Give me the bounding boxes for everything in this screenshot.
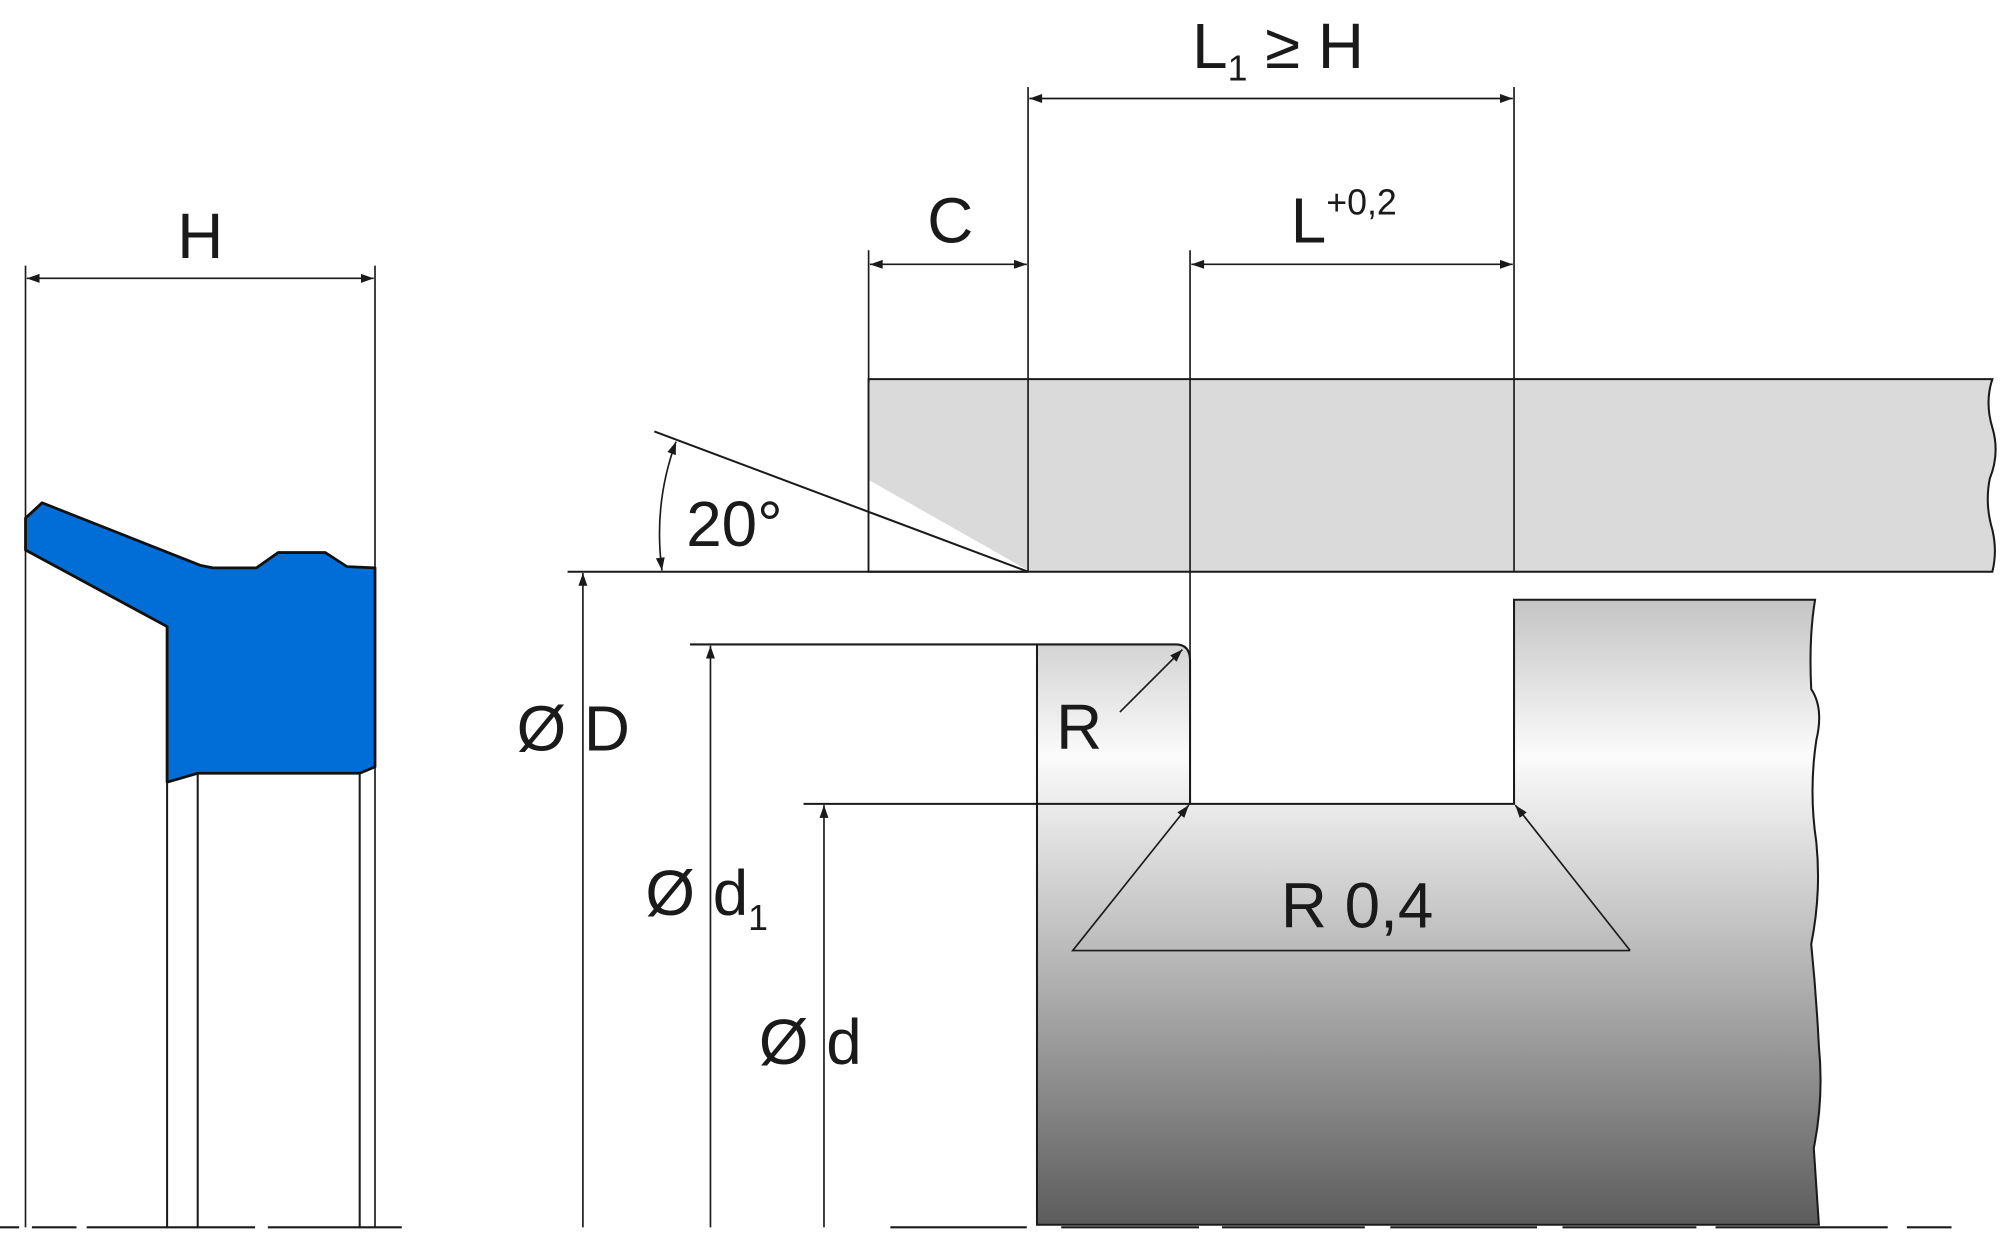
groove-radius-label: R 0,4 <box>1281 870 1433 942</box>
chamfer-angle-label: 20° <box>686 488 782 560</box>
housing <box>867 378 1997 573</box>
groove-radius-leader-right <box>1514 804 1631 952</box>
groove-installation-view: L1 ≥ H C L+0,2 20° Ø D Ø d1 Ø d R R 0,4 <box>517 10 1997 1228</box>
groove-radius-leader-left <box>1070 804 1631 952</box>
chamfer-line <box>653 430 1029 573</box>
corner-radius-leader <box>1119 648 1183 713</box>
seal-height-label: H <box>177 200 223 272</box>
chamfer-angle-arc <box>655 441 677 571</box>
corner-radius-label: R <box>1056 691 1102 763</box>
chamfer-white <box>868 479 1029 571</box>
rod-diameter-label: Ø d <box>759 1006 862 1078</box>
bore-diameter-label: Ø D <box>517 692 630 764</box>
seal-profile-view: H <box>24 200 377 1228</box>
groove-diameter-label: Ø d1 <box>645 857 768 938</box>
groove-length-label: L+0,2 <box>1291 183 1397 257</box>
seal-cross-section <box>24 501 377 784</box>
rod <box>1035 598 1822 1226</box>
chamfer-length-label: C <box>927 185 973 257</box>
min-length-label: L1 ≥ H <box>1192 10 1364 89</box>
